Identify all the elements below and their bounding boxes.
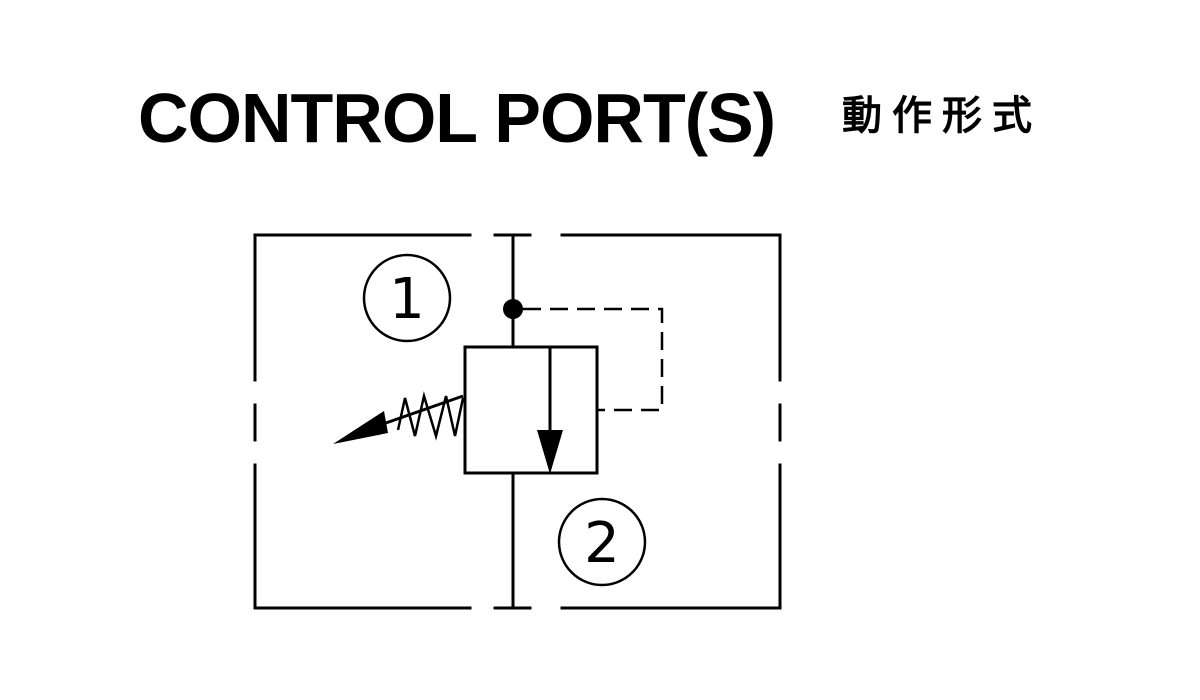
pilot-junction-dot <box>503 299 523 319</box>
flow-arrow-head <box>537 430 563 474</box>
port-1-circle <box>362 253 452 343</box>
page-subtitle: 動作形式 <box>842 93 1042 139</box>
port-1-label: 1 <box>389 267 425 332</box>
valve-envelope-box <box>463 345 599 475</box>
port-1-marker: 1 <box>362 253 452 343</box>
port-2-marker: 2 <box>557 497 647 587</box>
pilot-dashed-line <box>523 307 664 412</box>
port-2-label: 2 <box>584 511 620 576</box>
page-title: CONTROL PORT(S) <box>138 79 776 157</box>
port-2-circle <box>557 497 647 587</box>
adjustable-spring <box>333 391 465 444</box>
flow-arrow <box>537 347 563 474</box>
spring-zigzag-icon <box>396 391 465 441</box>
adjustment-arrowhead-icon <box>333 411 388 444</box>
